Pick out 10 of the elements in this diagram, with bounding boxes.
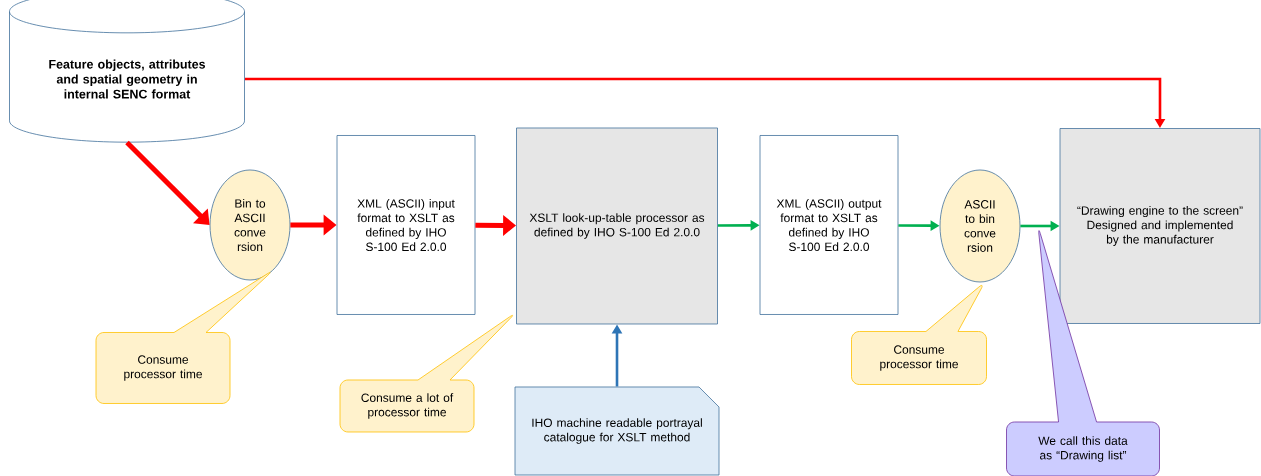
process-box: XSLT look-up-table processor as defined by IHO S-100 Ed 2.0.0 bbox=[516, 127, 718, 325]
callout-box: Consume processor time bbox=[851, 285, 987, 385]
process-box: XML (ASCII) output format to XSLT as defined by IHO S-100 Ed 2.0.0 bbox=[759, 135, 899, 315]
process-box: XML (ASCII) input format to XSLT as defined by IHO S-100 Ed 2.0.0 bbox=[336, 135, 476, 315]
callout-box: Consume a lot of processor time bbox=[339, 314, 513, 433]
database-cylinder: Feature objects, attributes and spatial geometry in internal SENC format bbox=[9, 0, 245, 143]
document-box: IHO machine readable portrayal catalogue for XSLT method bbox=[514, 386, 720, 476]
arrow bbox=[125, 140, 210, 225]
process-box: “Drawing engine to the screen” Designed and implemented by the manufacturer bbox=[1059, 128, 1261, 324]
callout-box: Consume processor time bbox=[95, 272, 271, 404]
